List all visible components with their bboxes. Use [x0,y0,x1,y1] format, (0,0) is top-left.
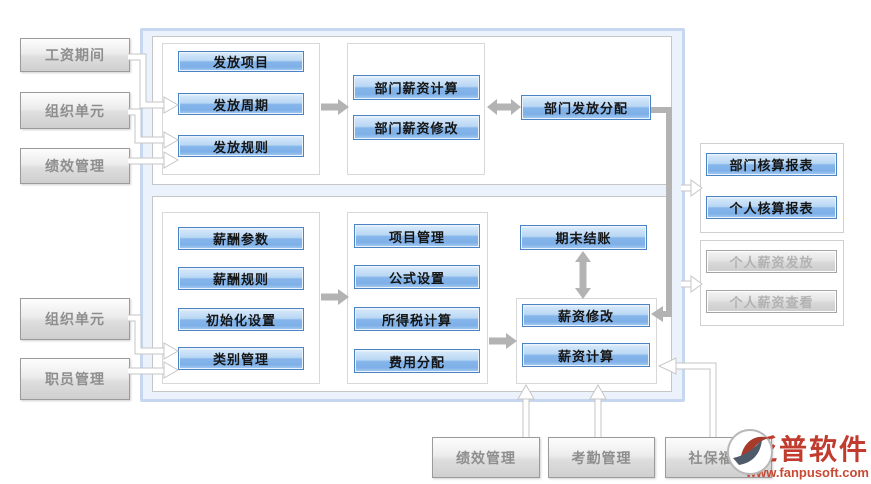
node-salary-calc: 薪资计算 [522,343,650,367]
node-dept-report: 部门核算报表 [706,153,837,176]
node-dept-issue-allocation: 部门发放分配 [521,95,651,120]
node-salary-params: 薪酬参数 [178,227,304,250]
dept-salary-ops-group [347,43,485,175]
node-attendance-mgmt: 考勤管理 [548,437,655,478]
node-project-mgmt: 项目管理 [354,224,480,248]
node-period-end-closing: 期末结账 [520,225,647,250]
node-org-unit-top: 组织单元 [20,92,130,129]
node-dept-salary-calc: 部门薪资计算 [353,75,480,100]
node-salary-modify: 薪资修改 [522,304,650,327]
node-category-mgmt: 类别管理 [178,347,304,370]
node-org-unit-bottom: 组织单元 [20,298,130,340]
node-personal-salary-view: 个人薪资查看 [706,290,837,313]
node-income-tax-calc: 所得税计算 [354,307,480,331]
node-salary-rules: 薪酬规则 [178,267,304,290]
node-expense-allocation: 费用分配 [354,349,480,373]
node-performance-mgmt-bottom: 绩效管理 [432,437,540,478]
node-salary-period: 工资期间 [20,38,130,72]
node-issue-cycle: 发放周期 [178,93,304,115]
node-personal-report: 个人核算报表 [706,196,837,219]
node-init-settings: 初始化设置 [178,308,304,331]
node-formula-settings: 公式设置 [354,265,480,289]
watermark-url[interactable]: www.fanpusoft.com [745,465,869,480]
node-issue-item: 发放项目 [178,51,304,72]
node-performance-mgmt-left: 绩效管理 [20,148,130,184]
node-personal-salary-issue: 个人薪资发放 [706,250,837,273]
node-dept-salary-modify: 部门薪资修改 [353,115,480,140]
node-issue-rule: 发放规则 [178,135,304,157]
node-staff-mgmt: 职员管理 [20,358,130,400]
fanpu-logo-icon [727,429,773,475]
